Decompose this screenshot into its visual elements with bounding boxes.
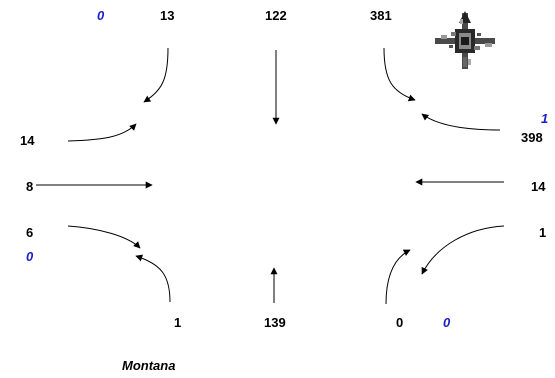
west-left-count: 14 [20,133,35,148]
south-left-count: 1 [174,315,182,330]
south-right-count: 0 [396,315,404,330]
north-left-count: 381 [370,8,392,23]
north-left-arrow [383,47,416,102]
east-right-arrow [421,225,505,275]
east-ped-count: 1 [541,111,549,126]
south-through-count: 139 [264,315,286,330]
north-right-arrow [143,47,169,103]
street-name-label: Montana [122,358,176,373]
north-right-count: 13 [160,8,175,23]
east-left-arrow [421,113,501,131]
south-left-arrow [135,254,171,303]
south-right-arrow [385,249,411,305]
west-through-count: 8 [26,179,34,194]
east-right-count: 1 [539,225,547,240]
west-right-arrow [67,225,141,249]
west-right-count: 6 [26,225,34,240]
west-left-arrow [67,123,137,142]
west-ped-count: 0 [26,249,34,264]
east-left-count: 398 [521,130,543,145]
south-ped-count: 0 [443,315,451,330]
east-through-count: 14 [531,179,546,194]
north-through-count: 122 [265,8,287,23]
north-ped-count: 0 [97,8,105,23]
